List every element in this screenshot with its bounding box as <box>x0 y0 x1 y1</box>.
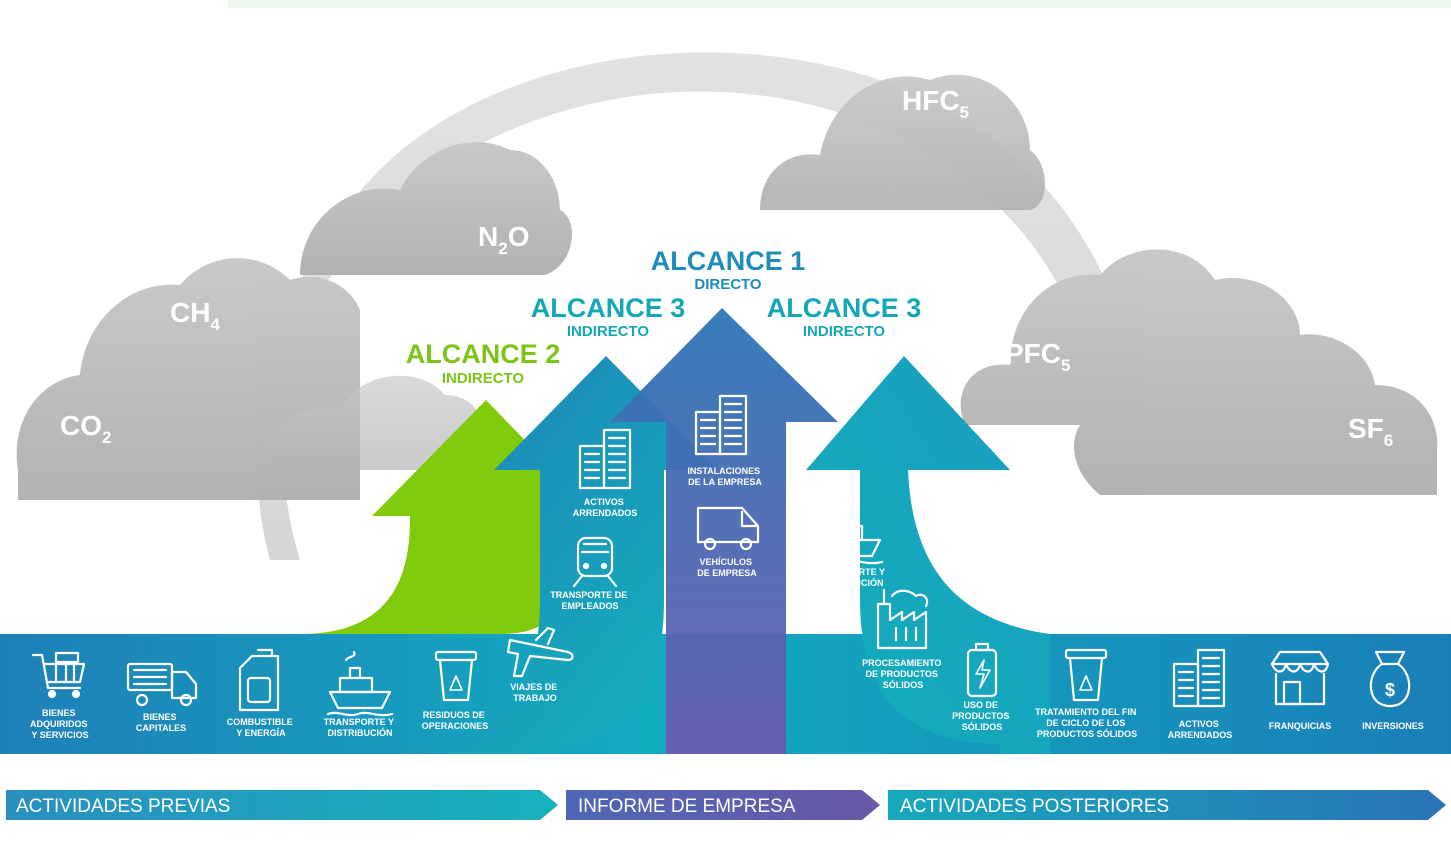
label-activos-previos: ACTIVOS ARRENDADOS <box>573 497 638 518</box>
svg-text:INDIRECTO: INDIRECTO <box>803 323 886 340</box>
svg-text:ALCANCE 3: ALCANCE 3 <box>531 293 686 323</box>
label-vehiculos: VEHÍCULOS DE EMPRESA <box>697 557 757 578</box>
gas-n2o: N2O <box>478 221 529 258</box>
svg-text:ACTIVIDADES POSTERIORES: ACTIVIDADES POSTERIORES <box>900 796 1169 817</box>
band-previas: ACTIVIDADES PREVIAS <box>6 790 558 820</box>
label-residuos: RESIDUOS DE OPERACIONES <box>422 710 489 731</box>
factory-icon <box>876 588 929 650</box>
scope1-arrow <box>610 308 838 754</box>
label-combustible: COMBUSTIBLE Y ENERGÍA <box>227 717 296 738</box>
svg-text:HFC5: HFC5 <box>902 85 969 122</box>
scope1-label: ALCANCE 1 DIRECTO <box>651 246 806 293</box>
label-transporte-post: TRANSPORTE Y DISTRIBUCIÓN <box>815 567 888 588</box>
svg-text:CO2: CO2 <box>60 410 111 447</box>
scope3-left-label: ALCANCE 3 INDIRECTO <box>531 293 686 340</box>
svg-text:N2O: N2O <box>478 221 529 258</box>
airplane-icon <box>506 626 574 678</box>
label-viajes: VIAJES DE TRABAJO <box>510 682 560 703</box>
svg-text:ALCANCE 3: ALCANCE 3 <box>767 293 922 323</box>
band-posteriores: ACTIVIDADES POSTERIORES <box>888 790 1446 820</box>
battery-icon <box>966 642 998 698</box>
train-icon <box>572 536 618 588</box>
label-bienes-capitales: BIENES CAPITALES <box>136 712 186 733</box>
band-informe: INFORME DE EMPRESA <box>566 790 880 820</box>
svg-text:ALCANCE 1: ALCANCE 1 <box>651 246 806 276</box>
ship-icon <box>326 650 394 717</box>
svg-text:INDIRECTO: INDIRECTO <box>567 323 650 340</box>
recycle-bin-icon-post <box>1064 648 1108 702</box>
cloud-left-top <box>300 142 572 275</box>
scope2-label: ALCANCE 2 INDIRECTO <box>406 339 561 387</box>
label-activos-post: ACTIVOS ARRENDADOS <box>1168 719 1233 740</box>
money-bag-icon: $ <box>1369 650 1411 708</box>
label-transporte-empleados: TRANSPORTE DE EMPLEADOS <box>550 590 630 611</box>
label-procesamiento: PROCESAMIENTO DE PRODUCTOS SÓLIDOS <box>862 658 944 690</box>
gas-hfc: HFC5 <box>902 85 969 122</box>
cloud-group <box>16 52 1438 560</box>
svg-text:CH4: CH4 <box>170 297 220 334</box>
cloud-right <box>960 249 1438 495</box>
label-uso: USO DE PRODUCTOS SÓLIDOS <box>952 700 1012 732</box>
scope3-right-arrow <box>806 356 1050 754</box>
company-building-icon <box>694 394 748 456</box>
label-tratamiento: TRATAMIENTO DEL FIN DE CICLO DE LOS PROD… <box>1035 707 1139 739</box>
recycle-bin-icon <box>434 650 478 702</box>
svg-text:INFORME DE EMPRESA: INFORME DE EMPRESA <box>578 796 796 817</box>
label-instalaciones: INSTALACIONES DE LA EMPRESA <box>687 466 762 487</box>
van-icon <box>696 506 760 551</box>
label-bienes-adquiridos: BIENES ADQUIRIDOS Y SERVICIOS <box>30 708 90 740</box>
cart-icon <box>31 651 86 699</box>
fuel-can-icon <box>238 648 280 712</box>
building-icon <box>578 428 632 490</box>
truck-icon <box>126 662 198 707</box>
top-band <box>228 0 1451 8</box>
gas-ch4: CH4 <box>170 297 220 334</box>
label-franquicias: FRANQUICIAS <box>1269 721 1332 731</box>
gas-pfc: PFC5 <box>1005 338 1070 375</box>
scope3-right-label: ALCANCE 3 INDIRECTO <box>767 293 922 340</box>
scope3-left-arrow <box>400 356 718 754</box>
svg-text:$: $ <box>1385 680 1395 700</box>
svg-text:DIRECTO: DIRECTO <box>694 276 762 293</box>
ship-icon-post <box>814 498 884 565</box>
storefront-icon <box>1270 650 1330 706</box>
building-icon-post <box>1172 648 1226 708</box>
gas-sf6: SF6 <box>1348 413 1393 450</box>
label-inversiones: INVERSIONES <box>1362 721 1424 731</box>
svg-text:ACTIVIDADES PREVIAS: ACTIVIDADES PREVIAS <box>16 796 230 817</box>
label-transporte-previo: TRANSPORTE Y DISTRIBUCIÓN <box>324 717 397 738</box>
svg-text:INDIRECTO: INDIRECTO <box>442 370 525 387</box>
svg-text:SF6: SF6 <box>1348 413 1393 450</box>
svg-text:ALCANCE 2: ALCANCE 2 <box>406 339 561 369</box>
cloud-right-top <box>760 74 1045 211</box>
cloud-left-small <box>268 375 484 470</box>
gas-co2: CO2 <box>60 410 111 447</box>
svg-text:PFC5: PFC5 <box>1005 338 1070 375</box>
